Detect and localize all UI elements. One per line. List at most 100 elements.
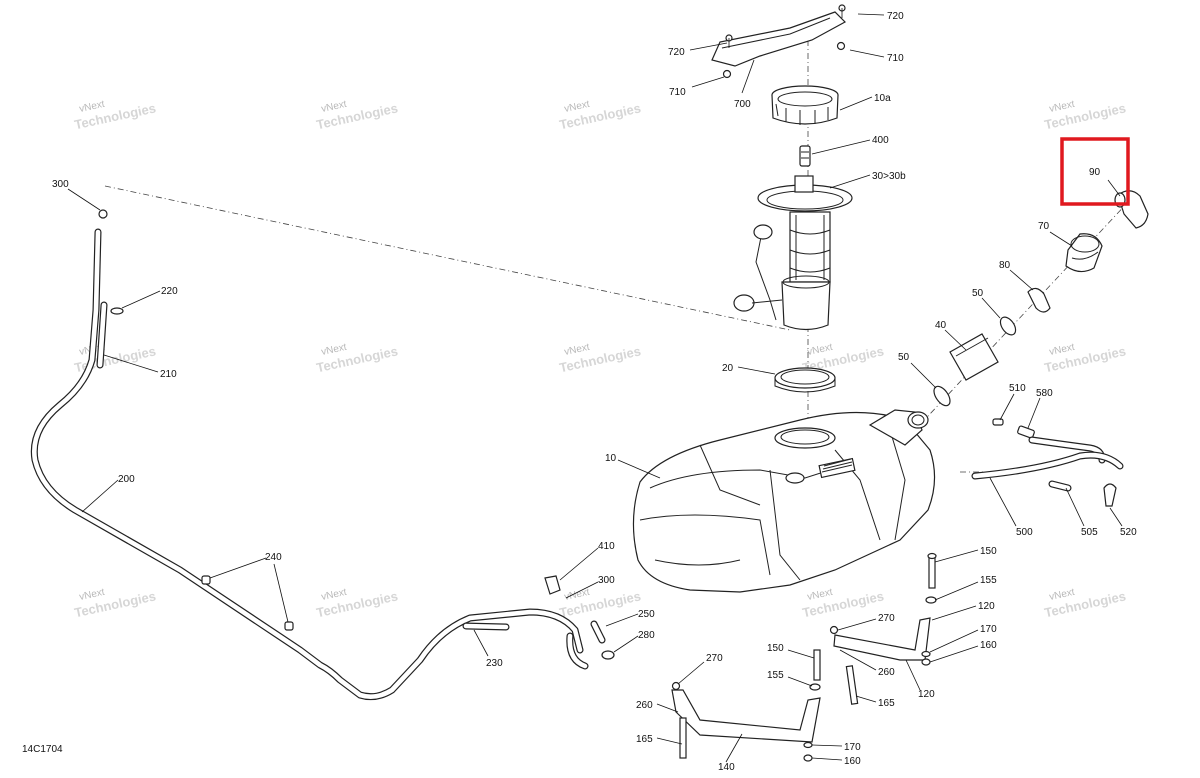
- part-30-fuel-pump: [733, 175, 853, 331]
- svg-text:vNext: vNext: [563, 99, 591, 115]
- watermark: vNext Technologies: [801, 587, 885, 620]
- svg-text:vNext: vNext: [320, 587, 348, 603]
- label-70: 70: [1038, 221, 1050, 232]
- part-165-bolt-mid: [845, 665, 859, 705]
- label-10: 10: [605, 453, 617, 464]
- label-150: 150: [767, 643, 784, 654]
- drawing-code: 14C1704: [22, 744, 63, 755]
- part-10a-ring-nut: [771, 85, 839, 125]
- part-280-clamp: [601, 650, 615, 660]
- label-165: 165: [878, 698, 895, 709]
- label-140: 140: [718, 762, 735, 773]
- label-30-30b: 30>30b: [872, 171, 906, 182]
- label-720: 720: [668, 47, 685, 58]
- part-520-clip: [1103, 483, 1117, 507]
- svg-text:vNext: vNext: [1048, 99, 1076, 115]
- watermark: vNext Technologies: [1043, 587, 1127, 620]
- part-120-bracket: [829, 617, 931, 661]
- part-155-washer-mid: [809, 683, 821, 691]
- label-200: 200: [118, 474, 135, 485]
- part-580-valve: [1017, 425, 1035, 439]
- label-510: 510: [1009, 383, 1026, 394]
- label-700: 700: [734, 99, 751, 110]
- highlight-box-part-90[interactable]: 90: [1060, 137, 1130, 206]
- label-505: 505: [1081, 527, 1098, 538]
- part-150-bolt-mid: [813, 649, 821, 681]
- label-160: 160: [844, 756, 861, 767]
- label-170: 170: [980, 624, 997, 635]
- watermark: vNext Technologies: [1043, 342, 1127, 375]
- watermark: vNext Technologies: [558, 99, 642, 132]
- part-200-vent-line: [30, 209, 584, 701]
- part-70-neck: [1065, 233, 1103, 273]
- watermark: vNext Technologies: [315, 99, 399, 132]
- part-20-gasket: [774, 367, 836, 393]
- part-400-connector: [799, 145, 811, 167]
- label-120: 120: [978, 601, 995, 612]
- label-155: 155: [980, 575, 997, 586]
- svg-text:vNext: vNext: [806, 342, 834, 358]
- label-155: 155: [767, 670, 784, 681]
- watermark: vNext Technologies: [315, 587, 399, 620]
- label-410: 410: [598, 541, 615, 552]
- label-170: 170: [844, 742, 861, 753]
- part-170-160-left: [803, 741, 813, 762]
- part-150-bolt-right: [927, 552, 937, 589]
- label-220: 220: [161, 286, 178, 297]
- svg-text:vNext: vNext: [78, 587, 106, 603]
- svg-text:vNext: vNext: [320, 342, 348, 358]
- label-580: 580: [1036, 388, 1053, 399]
- part-80-clamp: [1027, 287, 1051, 313]
- svg-text:vNext: vNext: [78, 99, 106, 115]
- svg-text:vNext: vNext: [563, 342, 591, 358]
- part-40-hose: [949, 333, 999, 381]
- part-labels: 720 720 710 710 700 10a 400 30>30b 300 2…: [52, 11, 1137, 773]
- label-50: 50: [972, 288, 984, 299]
- label-270: 270: [706, 653, 723, 664]
- watermark: vNext Technologies: [73, 587, 157, 620]
- part-155-washer-right: [925, 596, 937, 604]
- label-520: 520: [1120, 527, 1137, 538]
- label-160: 160: [980, 640, 997, 651]
- label-710: 710: [887, 53, 904, 64]
- part-230-hose: [462, 622, 510, 631]
- svg-text:vNext: vNext: [320, 99, 348, 115]
- part-700-bracket: [711, 4, 846, 79]
- part-410-elbow: [544, 575, 561, 595]
- label-500: 500: [1016, 527, 1033, 538]
- part-50-clamp-lower: [933, 385, 951, 407]
- part-510-fitting: [992, 418, 1004, 426]
- part-10-fuel-tank: [632, 409, 936, 593]
- part-240-clips: [201, 575, 294, 631]
- label-240: 240: [265, 552, 282, 563]
- label-50: 50: [898, 352, 910, 363]
- label-400: 400: [872, 135, 889, 146]
- watermark: vNext Technologies: [558, 342, 642, 375]
- label-260: 260: [636, 700, 653, 711]
- part-165-bolt-left: [679, 717, 687, 759]
- label-250: 250: [638, 609, 655, 620]
- leader-lines: [67, 13, 1123, 763]
- watermark: vNext Technologies: [1043, 99, 1127, 132]
- label-120: 120: [918, 689, 935, 700]
- label-300: 300: [598, 575, 615, 586]
- highlight-frame: [1060, 137, 1130, 206]
- label-90: 90: [1089, 167, 1101, 178]
- watermark: vNext Technologies: [315, 342, 399, 375]
- label-210: 210: [160, 369, 177, 380]
- part-90-cap: [1114, 190, 1149, 229]
- part-170-160-right: [921, 650, 931, 666]
- svg-text:vNext: vNext: [806, 587, 834, 603]
- label-230: 230: [486, 658, 503, 669]
- watermark: vNext Technologies: [73, 99, 157, 132]
- label-10a: 10a: [874, 93, 891, 104]
- part-250-hose: [566, 620, 606, 670]
- label-40: 40: [935, 320, 947, 331]
- label-20: 20: [722, 363, 734, 374]
- part-50-clamp-upper: [999, 316, 1017, 336]
- label-270: 270: [878, 613, 895, 624]
- label-80: 80: [999, 260, 1011, 271]
- svg-text:vNext: vNext: [563, 587, 591, 603]
- label-280: 280: [638, 630, 655, 641]
